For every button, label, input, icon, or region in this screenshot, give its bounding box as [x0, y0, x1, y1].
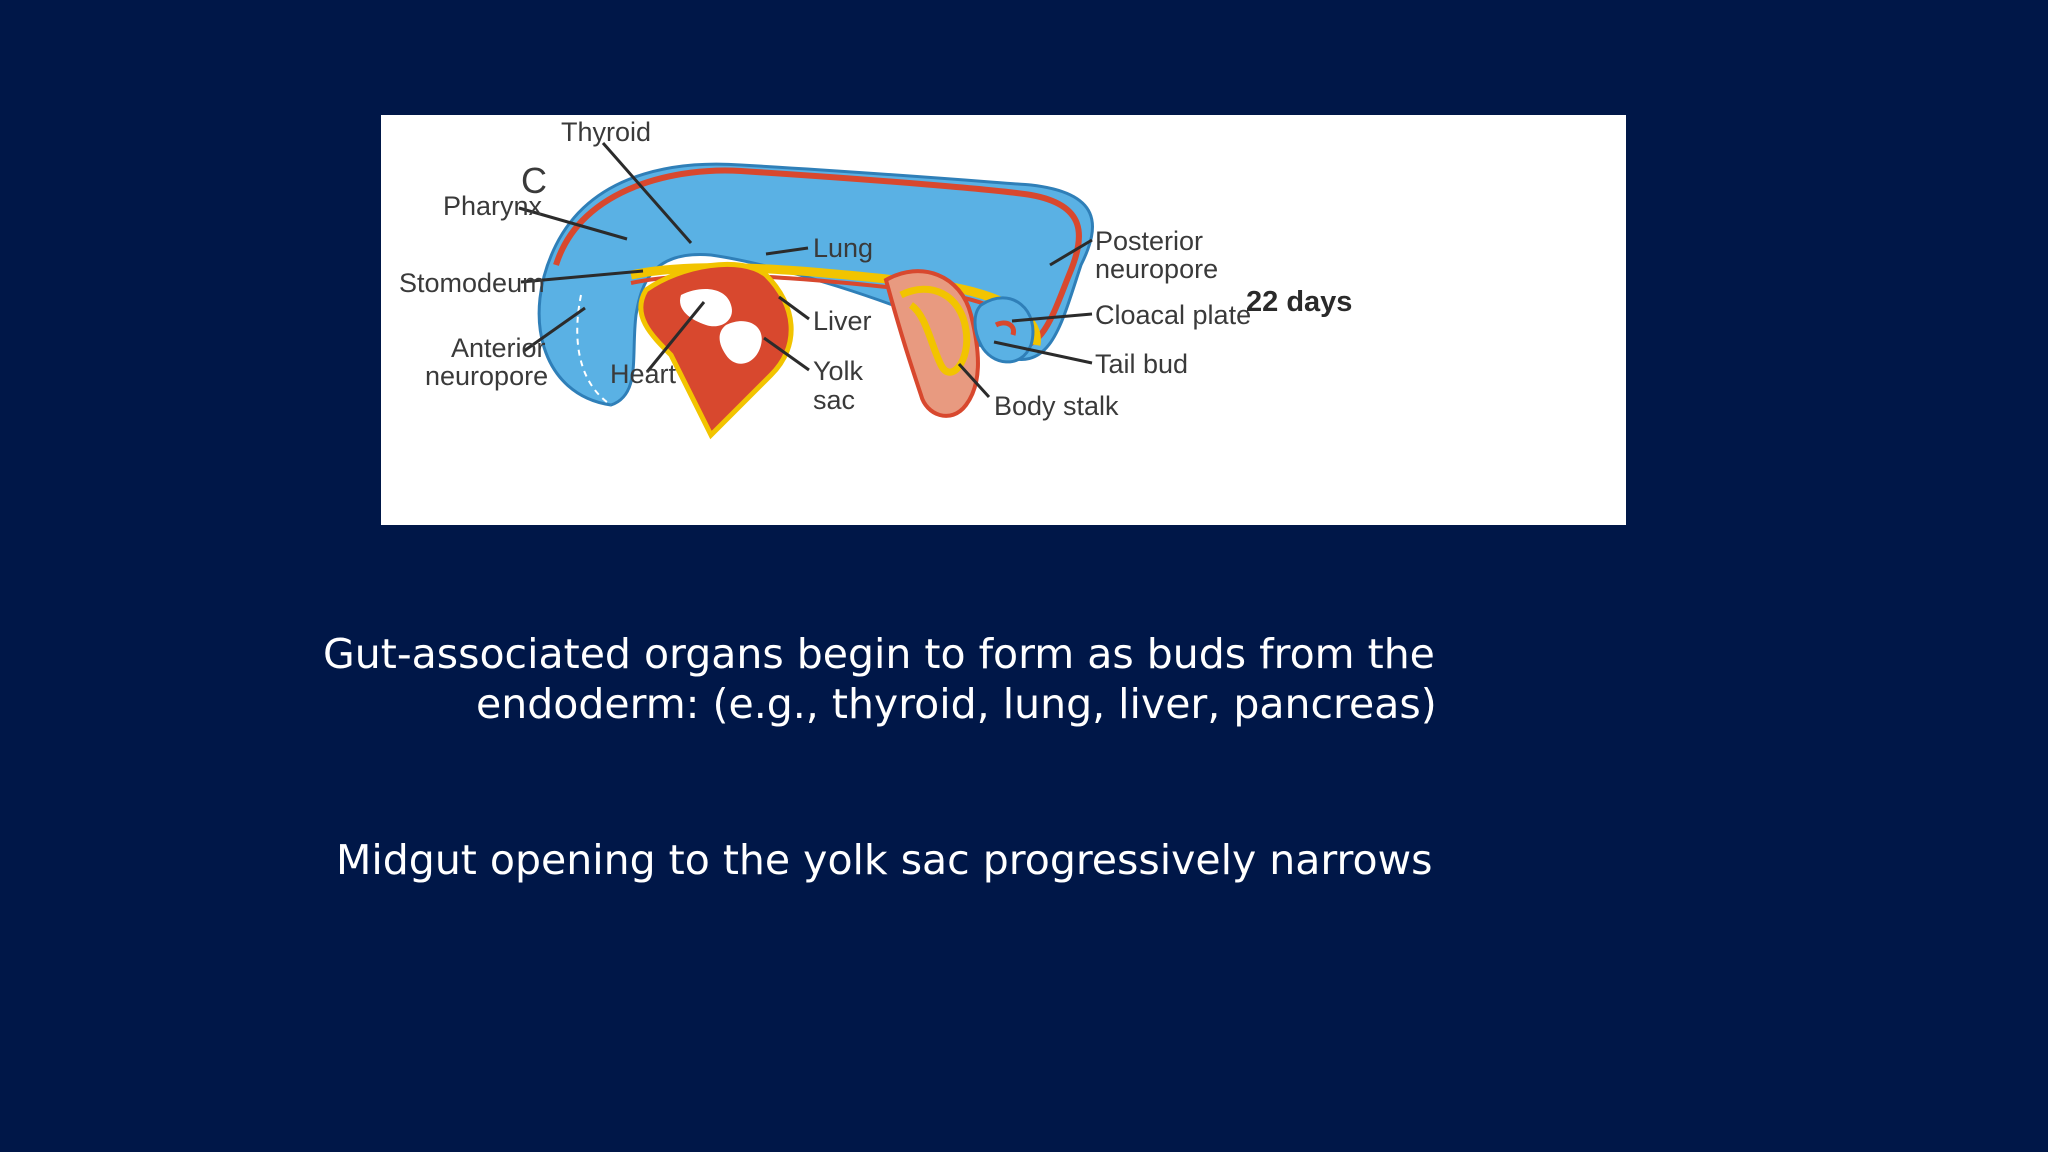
- neural-tube-ectoderm: [537, 162, 1094, 407]
- label-pharynx: Pharynx: [443, 191, 543, 221]
- panel-letter: C: [521, 160, 547, 201]
- heart-liver-region: [638, 261, 794, 440]
- label-heart: Heart: [610, 359, 677, 389]
- leader-anterior-neuropore: [523, 306, 586, 353]
- embryo-diagram: Thyroid C Pharynx Stomodeum Anterior neu…: [381, 115, 1626, 525]
- leader-heart: [645, 301, 706, 373]
- label-yolk-sac-2: sac: [813, 385, 855, 415]
- label-anterior-neuropore-2: neuropore: [425, 361, 548, 391]
- leader-body-stalk: [957, 362, 991, 399]
- label-posterior-neuropore-2: neuropore: [1095, 254, 1218, 284]
- label-liver: Liver: [813, 306, 872, 336]
- leader-liver: [778, 295, 810, 321]
- leader-cloacal-plate: [1011, 312, 1093, 323]
- leader-tail-bud: [993, 340, 1093, 365]
- label-lung: Lung: [813, 233, 873, 263]
- label-stomodeum: Stomodeum: [399, 268, 545, 298]
- mesoderm-band: [553, 167, 1082, 350]
- leader-stomodeum: [520, 269, 644, 284]
- leader-thyroid: [601, 142, 693, 244]
- age-label: 22 days: [1246, 286, 1352, 318]
- label-posterior-neuropore-1: Posterior: [1095, 226, 1203, 256]
- leader-yolk-sac: [763, 336, 810, 372]
- cloacal-plate-mark: [994, 320, 1017, 336]
- leader-lung: [765, 246, 809, 256]
- tail-bud-shape: [973, 296, 1035, 364]
- tail-gut-loop: [899, 285, 971, 376]
- embryo-illustration: Thyroid C Pharynx Stomodeum Anterior neu…: [399, 117, 1352, 440]
- leader-pharynx: [518, 206, 628, 241]
- caption-line-1: Gut-associated organs begin to form as b…: [323, 630, 1435, 678]
- label-yolk-sac-1: Yolk: [813, 356, 864, 386]
- caption-line-2: endoderm: (e.g., thyroid, lung, liver, p…: [476, 680, 1437, 728]
- liver-cavity: [719, 321, 762, 364]
- label-cloacal-plate: Cloacal plate: [1095, 300, 1251, 330]
- label-thyroid: Thyroid: [561, 117, 651, 147]
- label-tail-bud: Tail bud: [1095, 349, 1188, 379]
- label-anterior-neuropore-1: Anterior: [451, 333, 546, 363]
- caption-line-3: Midgut opening to the yolk sac progressi…: [336, 836, 1433, 884]
- label-body-stalk: Body stalk: [994, 391, 1119, 421]
- leader-posterior-neuropore: [1049, 238, 1093, 267]
